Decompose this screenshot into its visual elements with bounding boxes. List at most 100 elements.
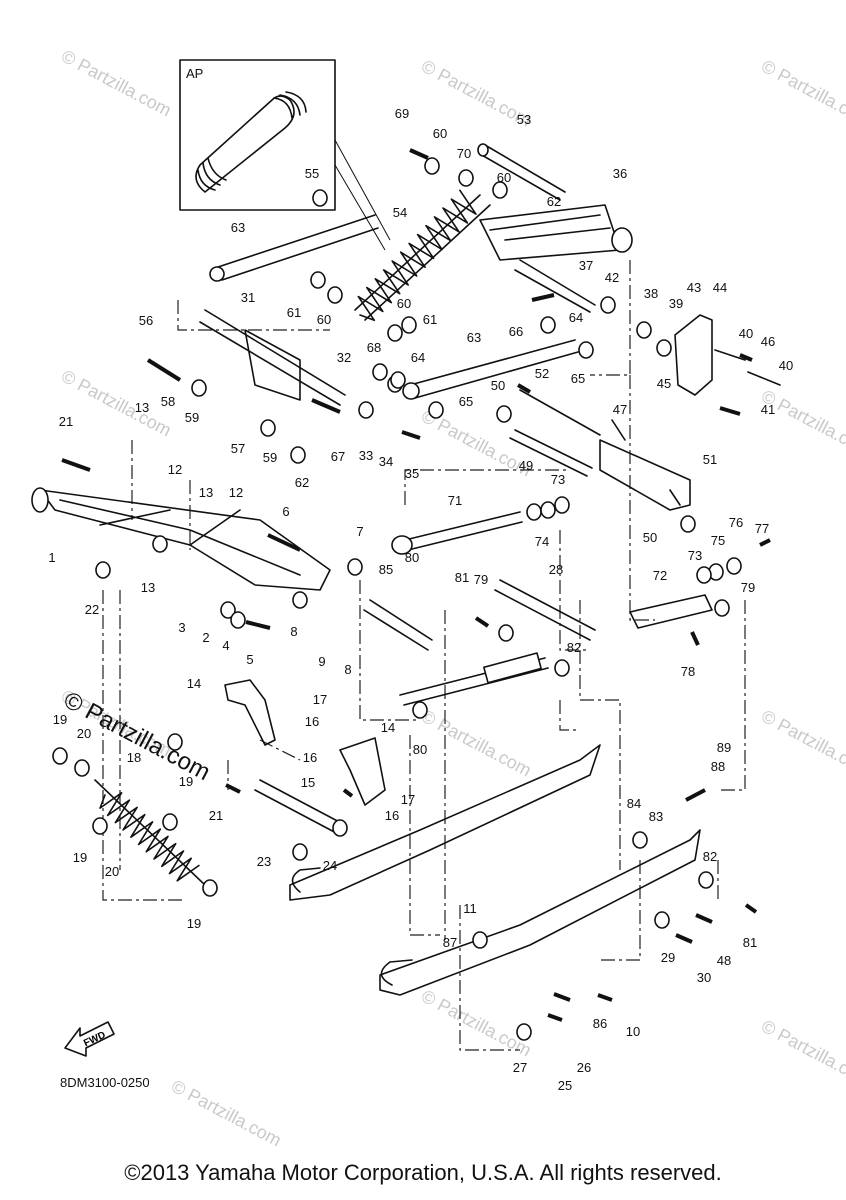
callout-c37: 37 xyxy=(579,258,593,273)
callout-c23: 23 xyxy=(257,854,271,869)
bolt-17 xyxy=(597,993,613,1002)
bolt-4 xyxy=(409,148,429,160)
callout-c8a: 8 xyxy=(290,624,297,639)
callout-c3: 3 xyxy=(178,620,185,635)
callout-c68: 68 xyxy=(367,340,381,355)
bolt-6 xyxy=(401,430,421,440)
callout-c40a: 40 xyxy=(739,326,753,341)
callout-c61b: 61 xyxy=(423,312,437,327)
washer-51 xyxy=(492,181,508,199)
callout-c13c: 13 xyxy=(141,580,155,595)
washer-3 xyxy=(260,419,276,437)
washer-48 xyxy=(310,271,326,289)
callout-c1: 1 xyxy=(48,550,55,565)
callout-c19b: 19 xyxy=(179,774,193,789)
callout-c10: 10 xyxy=(626,1024,640,1039)
callout-c56: 56 xyxy=(139,313,153,328)
callout-c32: 32 xyxy=(337,350,351,365)
washer-30 xyxy=(680,515,696,533)
bolt-13 xyxy=(685,788,706,802)
callout-c65a: 65 xyxy=(571,371,585,386)
watermark-10: © Partzilla.com xyxy=(758,1016,846,1091)
watermark-8: © Partzilla.com xyxy=(758,706,846,781)
watermark-9: © Partzilla.com xyxy=(418,986,534,1061)
callout-c51: 51 xyxy=(703,452,717,467)
washer-47 xyxy=(327,286,343,304)
callout-c71: 71 xyxy=(448,493,462,508)
callout-c47: 47 xyxy=(613,402,627,417)
washer-45 xyxy=(152,535,168,553)
callout-c26: 26 xyxy=(577,1060,591,1075)
callout-c64b: 64 xyxy=(411,350,425,365)
callout-c80b: 80 xyxy=(413,742,427,757)
callout-c55: 55 xyxy=(305,166,319,181)
washer-14 xyxy=(578,341,594,359)
callout-c70: 70 xyxy=(457,146,471,161)
hardware-layer xyxy=(52,148,771,1041)
callout-c34: 34 xyxy=(379,454,393,469)
callout-c61a: 61 xyxy=(287,305,301,320)
bolt-22 xyxy=(342,788,354,798)
callout-c5: 5 xyxy=(246,652,253,667)
callout-c48: 48 xyxy=(717,953,731,968)
callout-c62a: 62 xyxy=(547,194,561,209)
callout-c60b: 60 xyxy=(397,296,411,311)
callout-c78: 78 xyxy=(681,664,695,679)
callout-c72: 72 xyxy=(653,568,667,583)
washer-32 xyxy=(654,911,670,929)
washer-22 xyxy=(554,496,570,514)
callout-c6: 6 xyxy=(282,504,289,519)
washer-49 xyxy=(424,157,440,175)
washer-33 xyxy=(632,831,648,849)
callout-c63a: 63 xyxy=(231,220,245,235)
washer-41 xyxy=(52,747,68,765)
callout-c79b: 79 xyxy=(741,580,755,595)
callout-c59a: 59 xyxy=(185,410,199,425)
callout-c65b: 65 xyxy=(459,394,473,409)
washer-7 xyxy=(358,401,374,419)
bolt-8 xyxy=(516,383,532,394)
washer-21 xyxy=(540,501,556,519)
callout-c13a: 13 xyxy=(135,400,149,415)
callout-c88: 88 xyxy=(711,759,725,774)
inset-ap xyxy=(179,59,391,251)
watermark-2: © Partzilla.com xyxy=(758,56,846,131)
callout-c38: 38 xyxy=(644,286,658,301)
callout-c14b: 14 xyxy=(381,720,395,735)
callout-c9: 9 xyxy=(318,654,325,669)
washer-23 xyxy=(498,624,514,642)
callout-c59b: 59 xyxy=(263,450,277,465)
callout-c86: 86 xyxy=(593,1016,607,1031)
callout-c82b: 82 xyxy=(703,849,717,864)
washer-10 xyxy=(387,324,403,342)
callout-c60d: 60 xyxy=(497,170,511,185)
bolt-5 xyxy=(311,398,341,414)
watermark-7: © Partzilla.com xyxy=(418,706,534,781)
callout-c12a: 12 xyxy=(168,462,182,477)
callout-c16a: 16 xyxy=(305,714,319,729)
callout-c25: 25 xyxy=(558,1078,572,1093)
callout-layer: 1234567889101112121313131414151616161717… xyxy=(48,106,793,1093)
callout-c81a: 81 xyxy=(455,570,469,585)
washer-36 xyxy=(292,843,308,861)
washer-13 xyxy=(540,316,556,334)
callout-c44: 44 xyxy=(713,280,727,295)
washer-46 xyxy=(312,189,328,207)
washer-43 xyxy=(202,879,218,897)
watermark-0: © Partzilla.com xyxy=(58,46,174,121)
washer-29 xyxy=(726,557,742,575)
callout-c64a: 64 xyxy=(569,310,583,325)
callout-c63b: 63 xyxy=(467,330,481,345)
callout-c50a: 50 xyxy=(491,378,505,393)
callout-c60c: 60 xyxy=(317,312,331,327)
callout-c27: 27 xyxy=(513,1060,527,1075)
assembly-lines xyxy=(102,260,746,1051)
callout-c42: 42 xyxy=(605,270,619,285)
callout-c20a: 20 xyxy=(77,726,91,741)
parts xyxy=(31,143,781,1057)
callout-c21b: 21 xyxy=(209,808,223,823)
callout-c79a: 79 xyxy=(474,572,488,587)
callout-c22: 22 xyxy=(85,602,99,617)
callout-c39: 39 xyxy=(669,296,683,311)
